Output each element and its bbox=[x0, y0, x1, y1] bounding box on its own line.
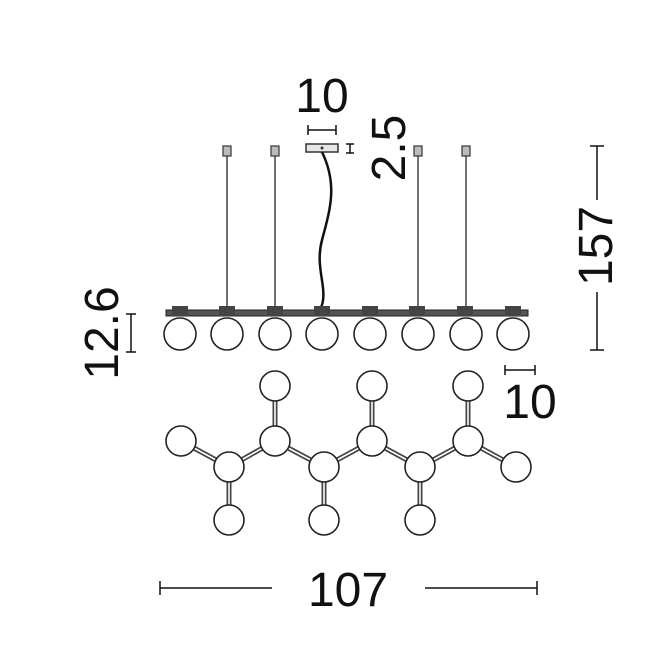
total-length-dimension: 107 bbox=[159, 564, 538, 617]
globe bbox=[163, 317, 197, 351]
top-globe bbox=[356, 370, 388, 402]
canopy-width-label: 10 bbox=[295, 70, 348, 123]
total-height-dimension: 157 bbox=[570, 145, 623, 351]
total-length-label: 107 bbox=[308, 564, 388, 617]
top-globe bbox=[213, 451, 245, 483]
globe bbox=[353, 317, 387, 351]
top-globe bbox=[404, 504, 436, 536]
top-globe bbox=[259, 370, 291, 402]
power-cord bbox=[318, 151, 333, 311]
globe bbox=[210, 317, 244, 351]
top-globe bbox=[500, 451, 532, 483]
globe bbox=[401, 317, 435, 351]
globe bbox=[258, 317, 292, 351]
top-globe bbox=[213, 504, 245, 536]
top-globe bbox=[452, 370, 484, 402]
top-globe bbox=[404, 451, 436, 483]
canopy bbox=[305, 143, 339, 153]
globe-width-dimension: 10 bbox=[503, 365, 557, 429]
top-globe bbox=[259, 425, 291, 457]
top-globe bbox=[165, 425, 197, 457]
globe-holder bbox=[172, 306, 521, 316]
canopy-height-dimension: 2.5 bbox=[346, 115, 416, 182]
total-height-label: 157 bbox=[570, 206, 623, 286]
top-view-arrangement bbox=[165, 370, 532, 536]
globe-width-label: 10 bbox=[503, 376, 556, 429]
front-view-globes bbox=[163, 306, 530, 351]
globe bbox=[305, 317, 339, 351]
cable-grippers bbox=[222, 145, 471, 157]
globe bbox=[496, 317, 530, 351]
top-globe bbox=[308, 451, 340, 483]
globe bbox=[449, 317, 483, 351]
globe-height-dimension: 12.6 bbox=[76, 286, 136, 380]
horizontal-bar bbox=[165, 309, 529, 317]
top-globe bbox=[356, 425, 388, 457]
top-globe bbox=[452, 425, 484, 457]
suspension-cables bbox=[226, 156, 467, 310]
canopy-width-dimension: 10 bbox=[295, 70, 349, 135]
globe-height-label: 12.6 bbox=[76, 286, 129, 379]
top-globe bbox=[308, 504, 340, 536]
canopy-height-label: 2.5 bbox=[363, 115, 416, 182]
